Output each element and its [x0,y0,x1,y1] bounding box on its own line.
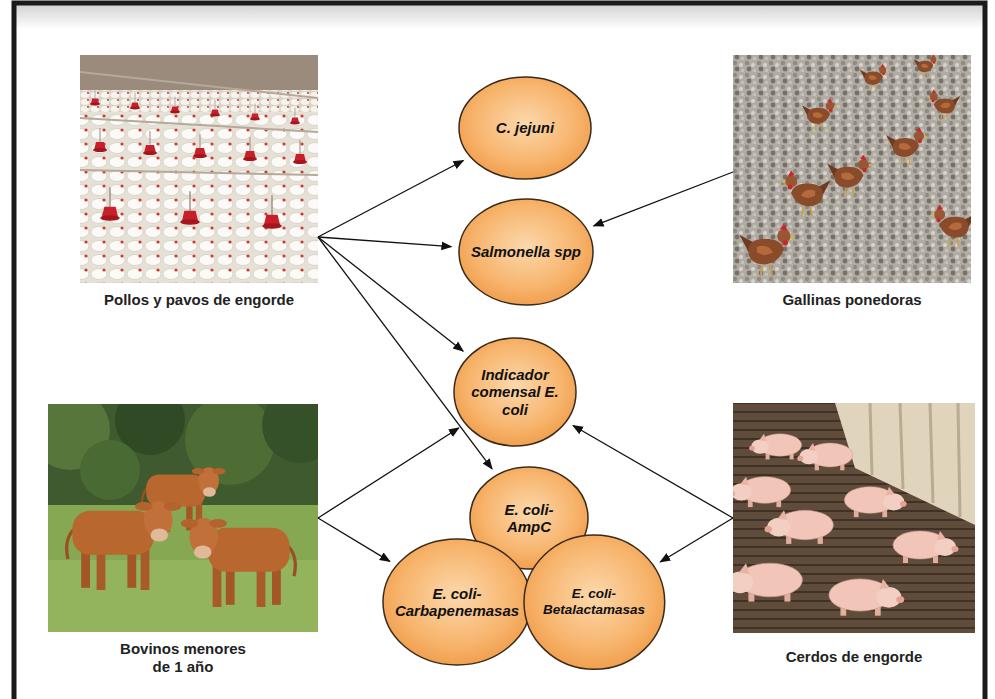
caption-holder: Pollos y pavos de engorde [80,291,318,309]
caption-holder: Bovinos menores de 1 año [48,640,318,676]
bacteria-label: Salmonella spp [471,243,581,260]
bacteria-label: E. coli-AmpC [489,501,569,536]
ellipse-text-box: E. coli-AmpC [489,501,569,536]
bacteria-ellipse: C. jejuni [458,76,592,180]
arrow-connector [318,160,463,237]
photo-caption: Cerdos de engorde [733,648,975,666]
bacteria-ellipse: Indicador comensal E. coli [453,337,577,447]
arrow-connector [573,426,733,518]
bacteria-label: E. coli-Betalactamasas [532,586,656,617]
bacteria-ellipse: E. coli-Betalactamasas [523,534,666,670]
calves-photo [48,404,318,632]
frame-band [14,3,985,29]
arrow-connector [318,518,390,561]
arrow-connector [318,237,451,247]
animal-photo: Cerdos de engorde [733,403,975,668]
ellipse-text-box: Indicador comensal E. coli [470,366,560,418]
photo-caption: Bovinos menores de 1 año [113,640,253,676]
arrow-connector [594,172,733,226]
ellipse-text-holder: E. coli-Betalactamasas [523,534,666,670]
animal-photo: Pollos y pavos de engorde [80,55,318,311]
animal-photo: Bovinos menores de 1 año [48,404,318,678]
ellipse-text-box: Salmonella spp [471,243,581,260]
bacteria-label: C. jejuni [496,119,554,136]
ellipse-text-holder: Indicador comensal E. coli [453,337,577,447]
ellipse-text-box: E. coli-Carbapenemasas [392,585,522,620]
photo-caption: Pollos y pavos de engorde [80,291,318,309]
ellipse-text-holder: E. coli-Carbapenemasas [382,538,532,666]
ellipse-text-holder: Salmonella spp [458,198,594,306]
hens-photo [733,55,971,283]
arrow-connector [318,428,459,518]
pigs-photo [733,403,975,633]
bacteria-ellipse: E. coli-Carbapenemasas [382,538,532,666]
ellipse-text-box: C. jejuni [496,119,554,136]
photo-caption: Gallinas ponedoras [733,291,971,309]
caption-holder: Cerdos de engorde [733,648,975,666]
bacteria-ellipse: Salmonella spp [458,198,594,306]
frame-border [14,3,985,699]
ellipse-text-holder: C. jejuni [458,76,592,180]
bacteria-label: Indicador comensal E. coli [470,366,560,418]
broiler-photo [80,55,318,283]
bacteria-label: E. coli-Carbapenemasas [392,585,522,620]
animal-photo: Gallinas ponedoras [733,55,971,311]
caption-holder: Gallinas ponedoras [733,291,971,309]
ellipse-text-box: E. coli-Betalactamasas [532,586,656,617]
arrow-connector [660,518,733,562]
